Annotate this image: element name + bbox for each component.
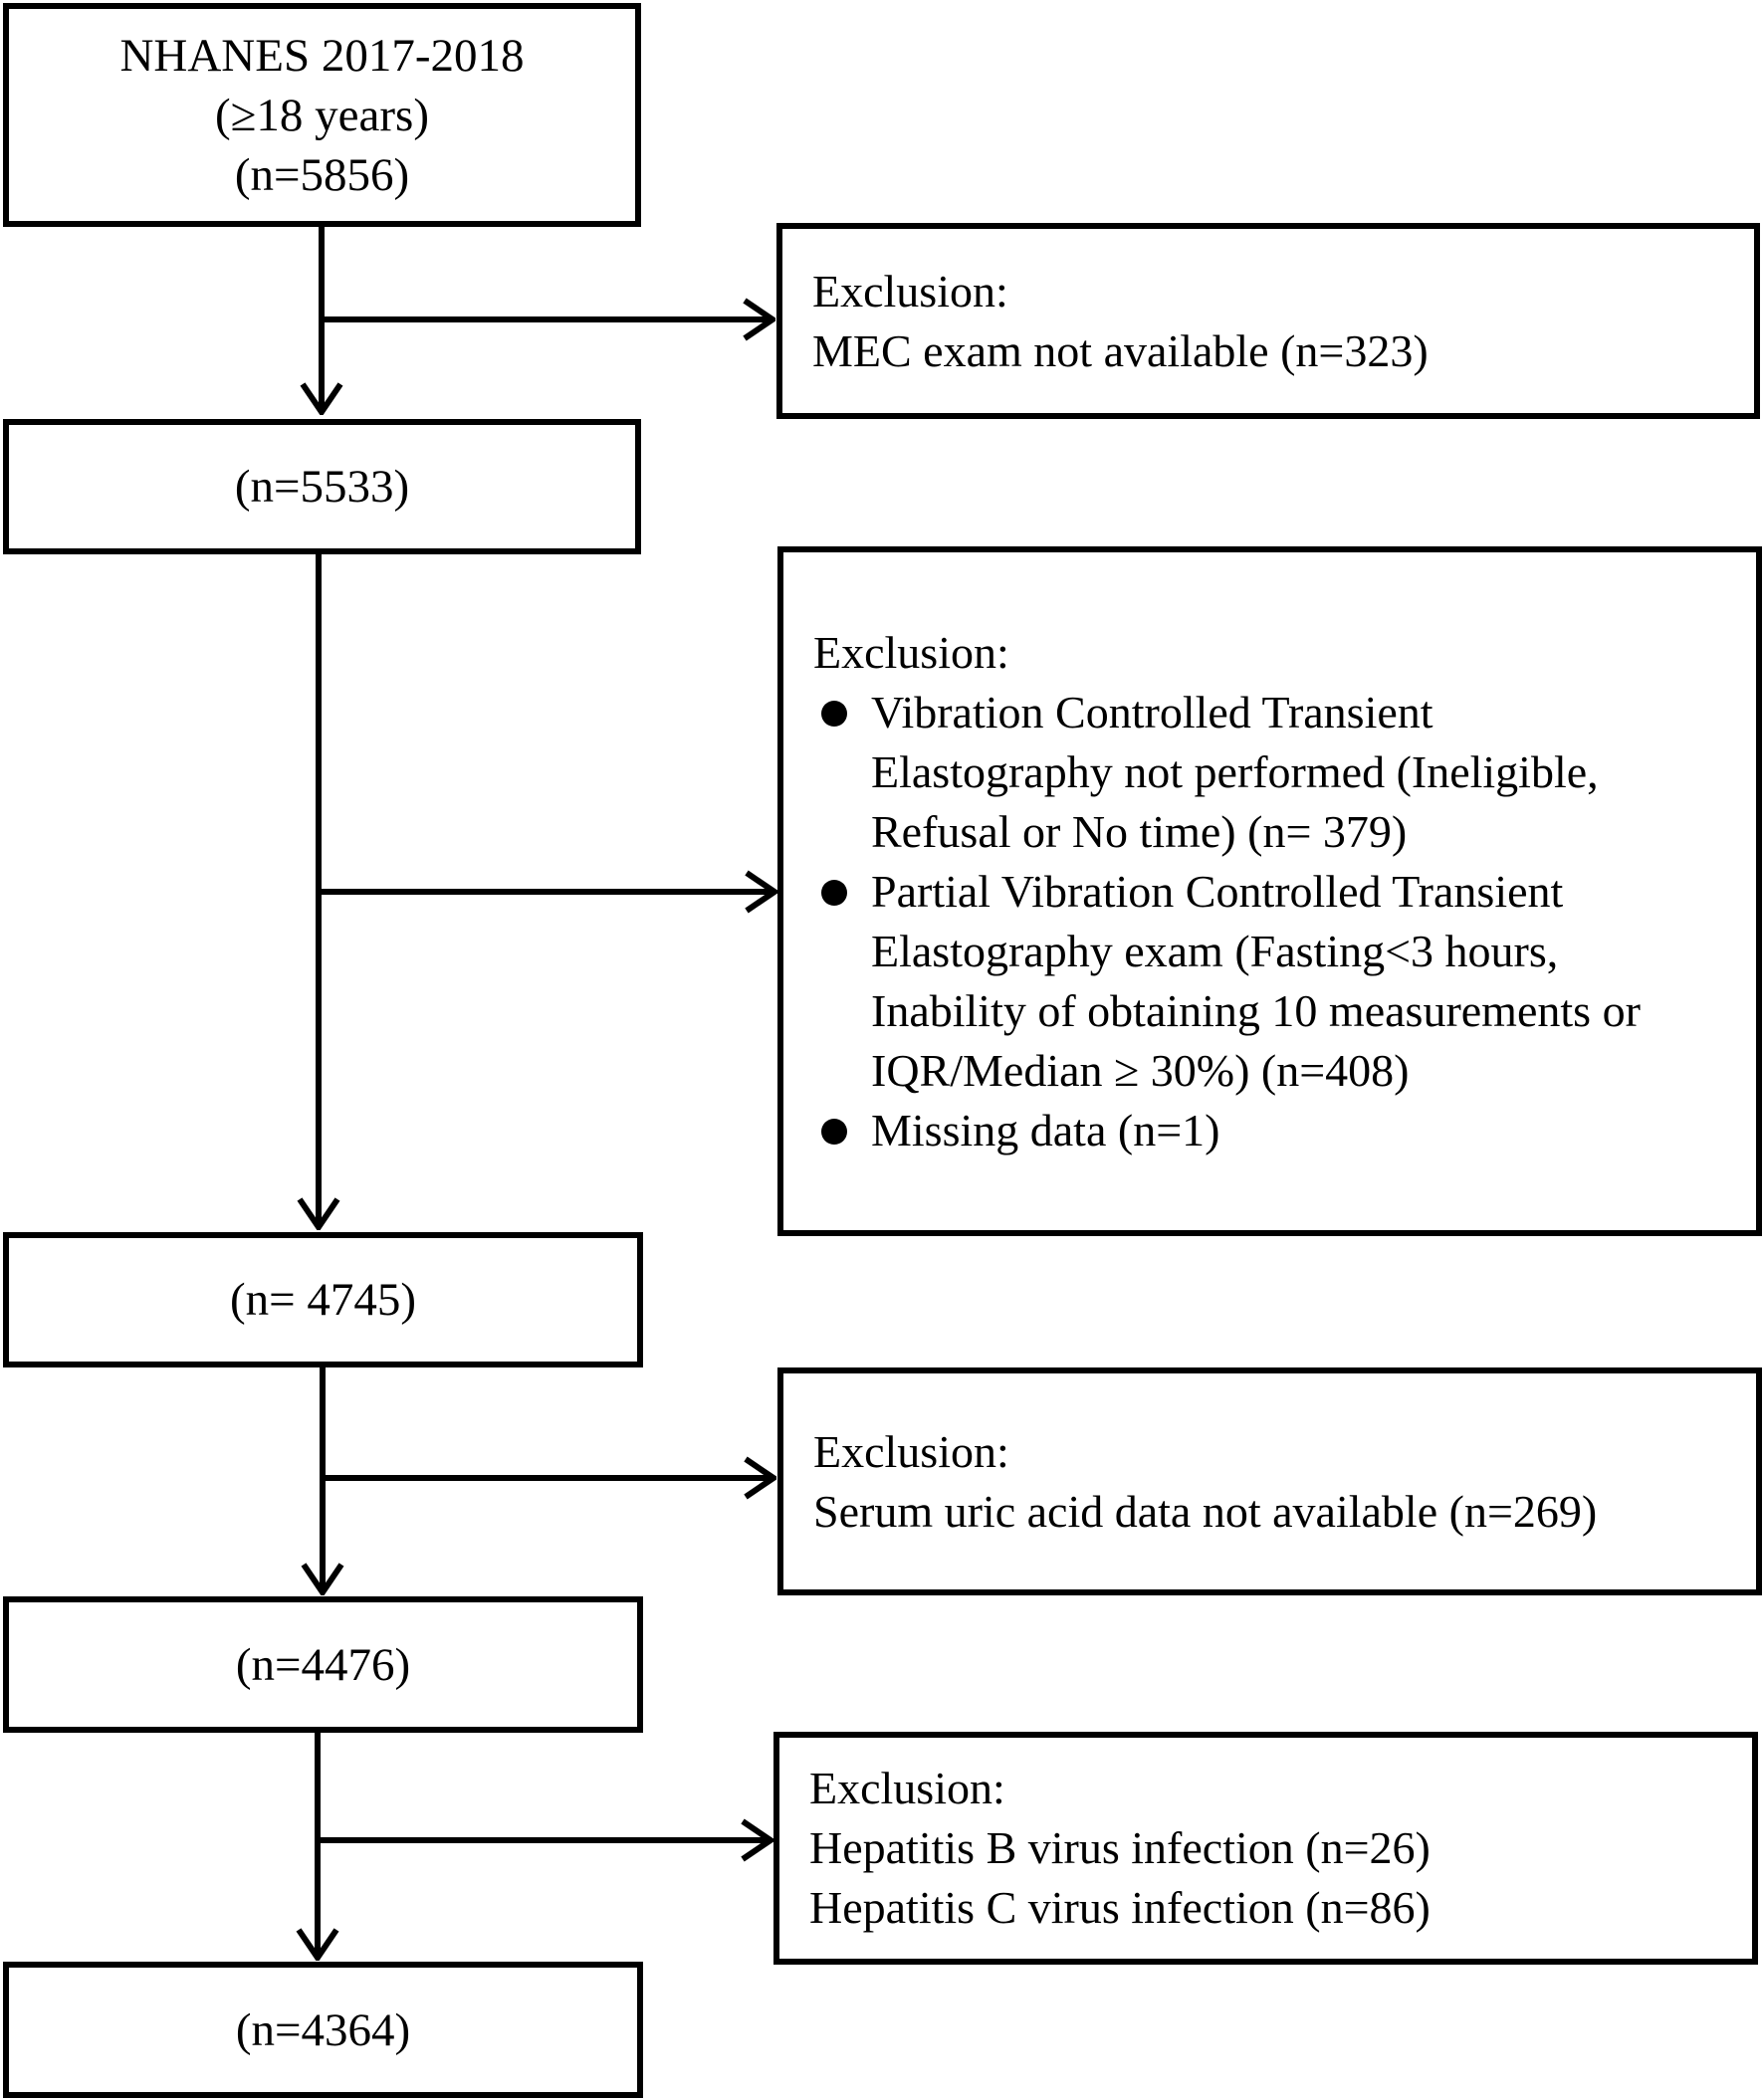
bullet-line: IQR/Median ≥ 30%) (n=408)	[871, 1044, 1410, 1096]
exclusion-3-heading: Exclusion:	[813, 1425, 1009, 1477]
step3-count-box: (n=4476)	[3, 1596, 643, 1733]
exclusion-box-2: Exclusion: Vibration Controlled Transien…	[777, 546, 1762, 1236]
bullet-line: Inability of obtaining 10 measurements o…	[871, 984, 1641, 1036]
bullet-line: Elastography not performed (Ineligible,	[871, 745, 1599, 797]
start-count: (n=5856)	[234, 148, 410, 201]
step2-count: (n= 4745)	[229, 1274, 417, 1326]
exclusion-2-bullet-vcte-not-performed: Vibration Controlled Transient Elastogra…	[813, 683, 1736, 862]
exclusion-2-bullet-list: Vibration Controlled Transient Elastogra…	[813, 683, 1736, 1160]
exclusion-2-bullet-missing-data: Missing data (n=1)	[813, 1101, 1736, 1160]
exclusion-box-1: Exclusion: MEC exam not available (n=323…	[776, 223, 1760, 419]
exclusion-4-heading: Exclusion:	[809, 1763, 1005, 1813]
start-population-box: NHANES 2017-2018 (≥18 years) (n=5856)	[3, 3, 641, 227]
step1-count: (n=5533)	[234, 461, 410, 513]
exclusion-box-3: Exclusion: Serum uric acid data not avai…	[777, 1367, 1762, 1595]
bullet-line: Refusal or No time) (n= 379)	[871, 805, 1408, 857]
bullet-dot-icon	[821, 700, 847, 727]
bullet-dot-icon	[821, 879, 847, 906]
final-count-box: (n=4364)	[3, 1962, 643, 2098]
bullet-line: Partial Vibration Controlled Transient	[871, 865, 1564, 917]
exclusion-3-line: Serum uric acid data not available (n=26…	[813, 1485, 1598, 1537]
exclusion-2-bullet-partial-vcte: Partial Vibration Controlled Transient E…	[813, 862, 1736, 1101]
bullet-line: Elastography exam (Fasting<3 hours,	[871, 925, 1559, 976]
exclusion-4-line-hbv: Hepatitis B virus infection (n=26)	[809, 1822, 1431, 1873]
exclusion-box-4: Exclusion: Hepatitis B virus infection (…	[773, 1732, 1758, 1965]
bullet-dot-icon	[821, 1118, 847, 1145]
step3-count: (n=4476)	[235, 1638, 411, 1691]
exclusion-1-heading: Exclusion:	[812, 265, 1008, 316]
start-title: NHANES 2017-2018	[119, 29, 525, 82]
step2-count-box: (n= 4745)	[3, 1232, 643, 1367]
bullet-line: Missing data (n=1)	[871, 1104, 1220, 1155]
step1-count-box: (n=5533)	[3, 419, 641, 554]
start-age-criterion: (≥18 years)	[214, 89, 429, 141]
exclusion-1-line: MEC exam not available (n=323)	[812, 324, 1429, 376]
exclusion-4-line-hcv: Hepatitis C virus infection (n=86)	[809, 1882, 1431, 1933]
bullet-line: Vibration Controlled Transient	[871, 686, 1433, 737]
exclusion-2-heading: Exclusion:	[813, 626, 1009, 678]
final-count: (n=4364)	[235, 2003, 411, 2056]
